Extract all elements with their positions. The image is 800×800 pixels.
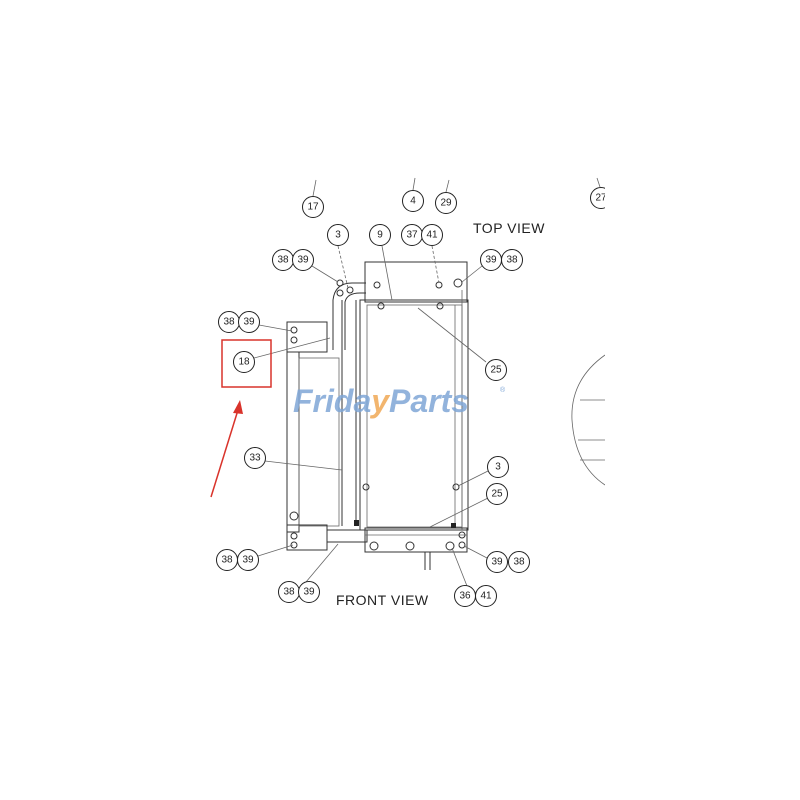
callout-number: 41 <box>426 230 438 241</box>
callout-circle <box>435 192 457 214</box>
callout-circle <box>292 249 314 271</box>
svg-text:FridayParts: FridayParts <box>293 383 469 419</box>
red-arrow <box>210 400 243 498</box>
leader-lines <box>253 177 601 587</box>
callout-41: 41 <box>421 224 443 246</box>
callout-number: 39 <box>485 255 497 266</box>
callout-38: 38 <box>501 249 523 271</box>
callout-38: 38 <box>508 551 530 573</box>
callout-circle <box>508 551 530 573</box>
callout-39: 39 <box>486 551 508 573</box>
callout-number: 27 <box>595 193 607 204</box>
callout-number: 33 <box>249 453 261 464</box>
callout-circle <box>298 581 320 603</box>
callout-circle <box>233 351 255 373</box>
callout-circle <box>302 196 324 218</box>
callout-38: 38 <box>272 249 294 271</box>
callout-circle <box>402 190 424 212</box>
callout-38: 38 <box>218 311 240 333</box>
callout-39: 39 <box>237 549 259 571</box>
callout-25: 25 <box>486 483 508 505</box>
callout-number: 38 <box>506 255 518 266</box>
callout-number: 38 <box>283 587 295 598</box>
callout-number: 29 <box>440 198 452 209</box>
callout-29: 29 <box>435 192 457 214</box>
callout-circle <box>237 549 259 571</box>
radiator-assembly <box>286 261 469 570</box>
callout-number: 38 <box>277 255 289 266</box>
callout-39: 39 <box>292 249 314 271</box>
callout-number: 3 <box>335 230 341 241</box>
callout-number: 4 <box>410 196 416 207</box>
svg-text:®: ® <box>500 386 506 394</box>
callout-37: 37 <box>401 224 423 246</box>
callout-number: 3 <box>495 462 501 473</box>
callout-number: 17 <box>307 202 319 213</box>
top-view-label: TOP VIEW <box>473 220 545 236</box>
callout-number: 18 <box>238 357 250 368</box>
callout-41: 41 <box>475 585 497 607</box>
callout-circle <box>486 551 508 573</box>
callout-number: 39 <box>491 557 503 568</box>
callout-circle <box>487 456 509 478</box>
callout-38: 38 <box>216 549 238 571</box>
callout-circle <box>369 224 391 246</box>
callout-number: 25 <box>490 365 502 376</box>
highlight-box <box>221 339 272 388</box>
detail-view-partial <box>571 354 606 486</box>
callout-number: 39 <box>242 555 254 566</box>
callout-39: 39 <box>238 311 260 333</box>
callout-3: 3 <box>327 224 349 246</box>
callout-number: 39 <box>243 317 255 328</box>
callout-25: 25 <box>485 359 507 381</box>
callout-number: 37 <box>406 230 418 241</box>
callout-3: 3 <box>487 456 509 478</box>
callout-33: 33 <box>244 447 266 469</box>
callout-38: 38 <box>278 581 300 603</box>
callout-39: 39 <box>298 581 320 603</box>
callout-circle <box>244 447 266 469</box>
callout-number: 38 <box>223 317 235 328</box>
callout-number: 38 <box>513 557 525 568</box>
callout-circle <box>421 224 443 246</box>
callout-17: 17 <box>302 196 324 218</box>
callout-4: 4 <box>402 190 424 212</box>
callout-circle <box>486 483 508 505</box>
callout-number: 41 <box>480 591 492 602</box>
callout-number: 25 <box>491 489 503 500</box>
callout-circle <box>327 224 349 246</box>
front-view-label: FRONT VIEW <box>336 592 429 608</box>
callout-36: 36 <box>454 585 476 607</box>
callout-circle <box>238 311 260 333</box>
callout-number: 39 <box>303 587 315 598</box>
callout-39: 39 <box>480 249 502 271</box>
callout-18: 18 <box>233 351 255 373</box>
callout-circle <box>475 585 497 607</box>
callout-number: 36 <box>459 591 471 602</box>
fridayparts-watermark: FridayParts ® <box>293 383 506 419</box>
callout-circle <box>501 249 523 271</box>
callout-number: 39 <box>297 255 309 266</box>
callout-number: 9 <box>377 230 383 241</box>
callout-9: 9 <box>369 224 391 246</box>
callout-number: 38 <box>221 555 233 566</box>
callout-circle <box>485 359 507 381</box>
